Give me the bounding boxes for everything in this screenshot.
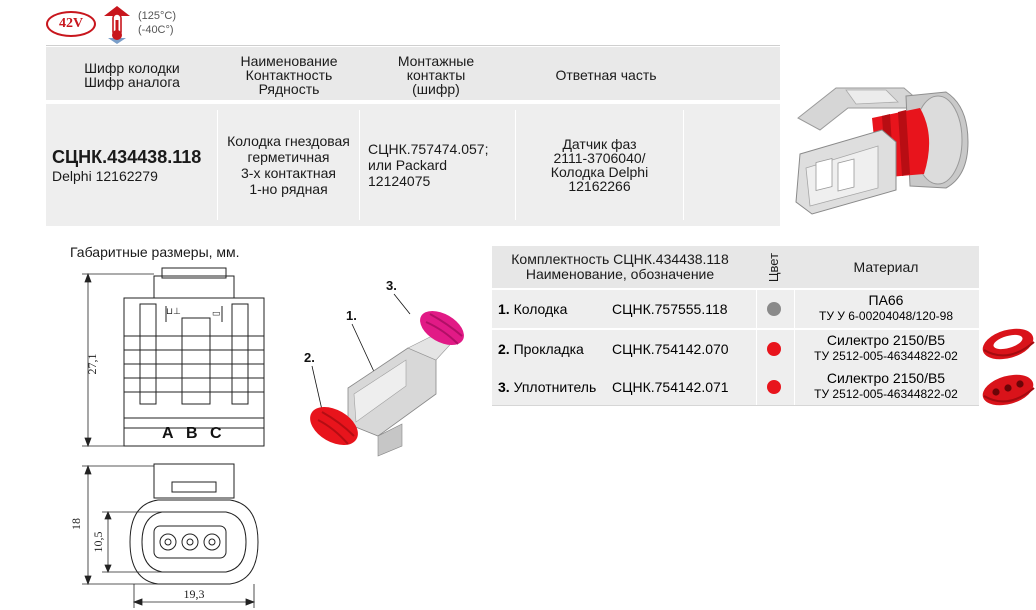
exploded-view: 1. 2. 3. [304, 278, 464, 457]
connector-code: СЦНК.434438.118 [52, 147, 202, 167]
analog-code: Delphi 12162279 [52, 168, 158, 184]
cell-mate: Датчик фаз 2111-3706040/ Колодка Delphi … [516, 110, 684, 220]
kit-row-3: 3. Уплотнитель СЦНК.754142.071 Силектро … [492, 368, 979, 406]
kit-divider [794, 290, 795, 328]
pin-label-a: A [162, 425, 174, 442]
kit-divider [756, 368, 757, 406]
kit-divider [794, 368, 795, 406]
cell-contacts: СЦНК.757474.057; или Packard 12124075 [360, 110, 516, 220]
dim-depth: 18 [69, 518, 83, 530]
dim-height: 27,1 [85, 354, 99, 375]
seal-photo [982, 328, 1035, 406]
kit-row-1: 1. Колодка СЦНК.757555.118 ПА66 ТУ У 6-0… [492, 290, 979, 328]
header-contacts: Монтажные контакты (шифр) [397, 52, 475, 97]
kit-table-bottom-rule [492, 405, 979, 406]
temperature-range: (125°C) (-40C°) [138, 9, 176, 37]
kit-header-color: Цвет [766, 252, 782, 282]
spec-table-header: Шифр колодки Шифр аналога Наименование К… [46, 47, 780, 102]
connector-photo [795, 87, 969, 215]
top-divider [46, 45, 780, 46]
kit-table-header: Комплектность СЦНК.434438.118 Наименован… [492, 246, 979, 288]
spec-table-row: СЦНК.434438.118 Delphi 12162279 Колодка … [46, 104, 780, 226]
cell-code: СЦНК.434438.118 Delphi 12162279 [52, 110, 218, 220]
exploded-label-3: 3. [386, 278, 397, 293]
voltage-label: 42V [58, 16, 84, 31]
pin-label-c: C [210, 425, 222, 442]
temp-low: (-40C°) [138, 24, 174, 36]
kit-divider [756, 330, 757, 368]
header-mate: Ответная часть [555, 66, 657, 83]
kit-item-name: 1. Колодка [498, 301, 568, 317]
color-swatch-gray [767, 302, 781, 316]
pin-label-b: B [186, 425, 198, 442]
kit-item-code: СЦНК.754142.071 [612, 379, 729, 395]
kit-item-material: ПА66 ТУ У 6-00204048/120-98 [818, 292, 953, 323]
exploded-label-2: 2. [304, 350, 315, 365]
kit-item-name: 3. Уплотнитель [498, 379, 597, 395]
dim-width: 19,3 [184, 587, 205, 601]
color-swatch-red [767, 342, 781, 356]
exploded-label-1: 1. [346, 308, 357, 323]
voltage-badge: 42V [46, 11, 96, 37]
kit-item-material: Силектро 2150/В5 ТУ 2512-005-46344822-02 [814, 370, 958, 401]
dims-title: Габаритные размеры, мм. [70, 244, 240, 260]
header-code: Шифр колодки Шифр аналога [84, 59, 180, 90]
kit-item-code: СЦНК.757555.118 [612, 301, 728, 317]
thermometer-icon [104, 6, 130, 44]
kit-divider [794, 330, 795, 368]
kit-header-material: Материал [853, 258, 919, 275]
kit-divider [756, 290, 757, 328]
kit-row-2: 2. Прокладка СЦНК.754142.070 Силектро 21… [492, 330, 979, 368]
dim-inner: 10,5 [91, 532, 105, 553]
svg-text:⊔⊥: ⊔⊥ [166, 306, 181, 316]
dimension-drawing: ⊔⊥ ▭ A B C 27,1 [69, 267, 265, 608]
kit-header-title: Комплектность СЦНК.434438.118 Наименован… [511, 251, 729, 282]
kit-item-code: СЦНК.754142.070 [612, 341, 729, 357]
svg-text:▭: ▭ [212, 308, 221, 318]
header-name: Наименование Контактность Рядность [240, 52, 338, 97]
temp-high: (125°C) [138, 10, 177, 22]
color-swatch-red [767, 380, 781, 394]
kit-item-name: 2. Прокладка [498, 341, 584, 357]
cell-description: Колодка гнездовая герметичная 3-х контак… [218, 110, 360, 220]
kit-item-material: Силектро 2150/В5 ТУ 2512-005-46344822-02 [814, 332, 958, 363]
